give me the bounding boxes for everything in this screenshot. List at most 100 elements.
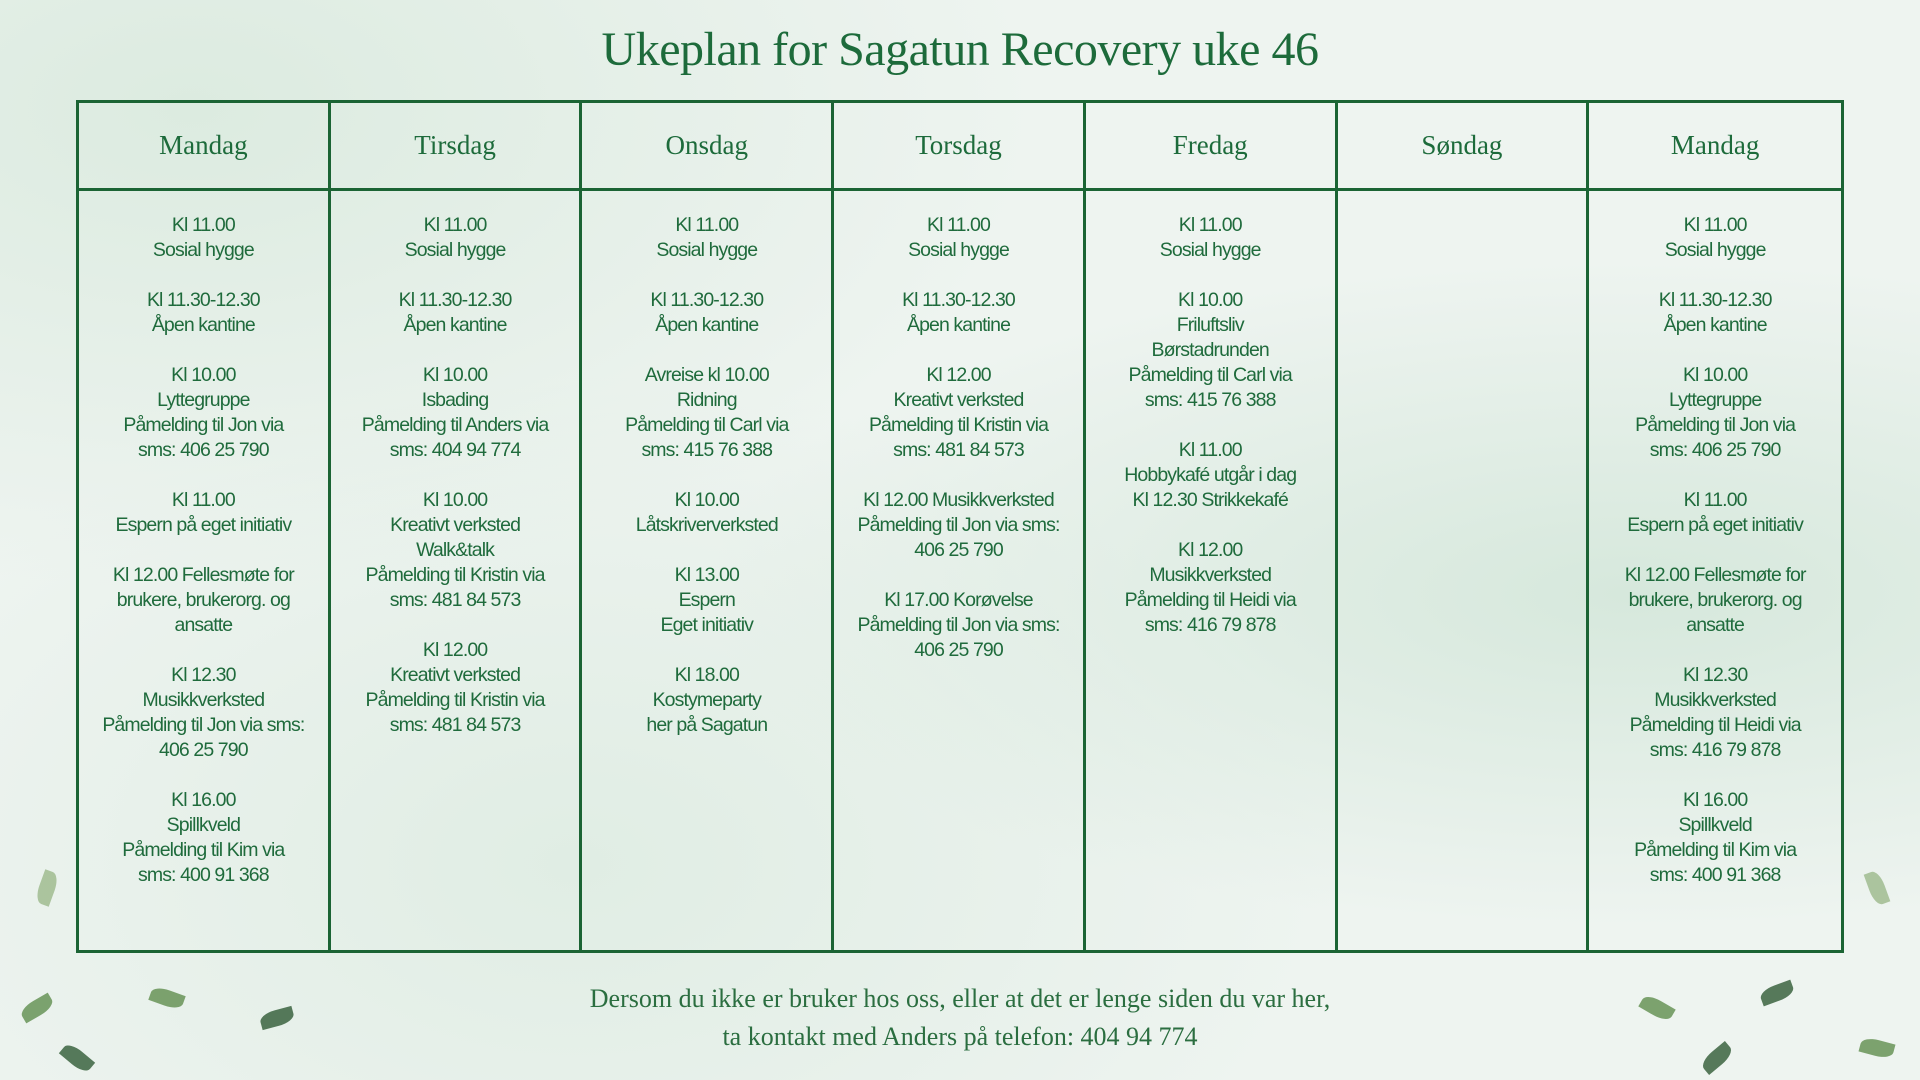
day-header: Torsdag <box>834 103 1086 191</box>
page-title: Ukeplan for Sagatun Recovery uke 46 <box>601 23 1319 76</box>
activity-line: Kl 11.00 <box>171 489 236 511</box>
activity-line: Påmelding til Carl via <box>1128 364 1293 386</box>
activity-line: sms: 415 76 388 <box>1144 389 1277 411</box>
activity-line: sms: 406 25 790 <box>1649 439 1782 461</box>
day-header: Søndag <box>1337 103 1590 191</box>
activity-line: Kreativt verksted <box>893 389 1025 411</box>
activity-line: Kostymeparty <box>652 689 762 711</box>
activity-line: Kl 11.00 <box>927 214 991 236</box>
activity-line: ansatte <box>1686 614 1745 636</box>
activity-line: Kl 10.00 <box>171 364 236 386</box>
activity-line: Spillkveld <box>1678 814 1752 836</box>
activity-line: Kl 10.00 <box>1682 364 1748 386</box>
activity-line: Påmelding til Jon via sms: <box>857 514 1060 536</box>
activity-line: Børstadrunden <box>1151 339 1270 361</box>
activity-line: Sosial hygge <box>656 239 758 261</box>
activity-line: Kl 12.00 <box>422 639 488 661</box>
activity-line: Kl 18.00 <box>674 664 740 686</box>
activity-line: Kl 10.00 <box>422 364 488 386</box>
activity-line: Kl 11.30-12.30 <box>902 289 1016 311</box>
activity-line: Kl 12.00 <box>926 364 991 386</box>
activity-line: brukere, brukerorg. og <box>116 589 291 611</box>
activity-line: Friluftsliv <box>1176 314 1245 336</box>
activity-line: Walk&talk <box>416 539 495 561</box>
activity-line: Sosial hygge <box>152 239 255 261</box>
activity-line: Kl 11.30-12.30 <box>1658 289 1773 311</box>
activity-line: Kl 17.00 Korøvelse <box>884 589 1033 611</box>
activity-line: Åpen kantine <box>151 314 256 336</box>
activity-line: Sosial hygge <box>908 239 1010 261</box>
day-column <box>1338 191 1590 950</box>
activity-line: Lyttegruppe <box>157 389 250 411</box>
activity-line: Espern på eget initiativ <box>1627 514 1804 536</box>
activity-entry: Kl 12.00 Fellesmøte for brukere, brukeror… <box>79 563 328 638</box>
activity-line: Hobbykafé utgår i dag <box>1124 464 1297 486</box>
activity-line: Påmelding til Carl via <box>625 414 789 436</box>
activity-line: 406 25 790 <box>914 539 1004 561</box>
activity-line: Kl 11.30-12.30 <box>398 289 513 311</box>
activity-line: Kl 11.00 <box>1683 489 1748 511</box>
activity-line: Kl 12.00 <box>1178 539 1243 561</box>
activity-line: Påmelding til Kim via <box>1634 839 1797 861</box>
activity-line: Påmelding til Jon via <box>1635 414 1796 436</box>
activity-line: Kl 10.00 <box>674 489 740 511</box>
activity-line: sms: 400 91 368 <box>138 864 270 886</box>
activity-line: sms: 481 84 573 <box>389 714 522 736</box>
activity-line: Sosial hygge <box>1159 239 1262 261</box>
activity-line: Påmelding til Jon via <box>123 414 284 436</box>
activity-line: Kl 12.00 Fellesmøte for <box>112 564 295 586</box>
activity-line: Kl 11.00 <box>675 214 739 236</box>
activity-line: Kl 16.00 <box>1682 789 1748 811</box>
activity-line: Påmelding til Jon via sms: <box>857 614 1060 636</box>
activity-line: Lyttegruppe <box>1668 389 1762 411</box>
activity-line: Kl 11.00 <box>1178 214 1243 236</box>
activity-line: Espern <box>678 589 736 611</box>
activity-line: sms: 416 79 878 <box>1649 739 1782 761</box>
activity-line: 406 25 790 <box>914 639 1004 661</box>
activity-line: Kl 16.00 <box>171 789 236 811</box>
activity-line: her på Sagatun <box>646 714 768 736</box>
activity-line: sms: 406 25 790 <box>138 439 270 461</box>
activity-line: Kl 12.30 <box>1682 664 1748 686</box>
activity-line: Påmelding til Kristin via <box>365 689 546 711</box>
activity-line: Kreativt verksted <box>390 514 521 536</box>
activity-line: Eget initiativ <box>660 614 754 636</box>
activity-line: Musikkverksted <box>1654 689 1777 711</box>
activity-line: Kl 12.30 <box>171 664 236 686</box>
activity-line: Påmelding til Kim via <box>122 839 285 861</box>
activity-line: Kl 12.30 Strikkekafé <box>1132 489 1288 511</box>
activity-line: Kl 11.00 <box>171 214 236 236</box>
activity-line: Espern på eget initiativ <box>115 514 293 536</box>
activity-line: Påmelding til Kristin via <box>868 414 1049 436</box>
activity-line: Påmelding til Heidi via <box>1124 589 1297 611</box>
activity-line: sms: 416 79 878 <box>1144 614 1277 636</box>
activity-line: Kl 11.00 <box>1683 214 1748 236</box>
activity-line: Spillkveld <box>166 814 241 836</box>
activity-line: Kl 11.30-12.30 <box>650 289 764 311</box>
activity-line: sms: 415 76 388 <box>641 439 773 461</box>
